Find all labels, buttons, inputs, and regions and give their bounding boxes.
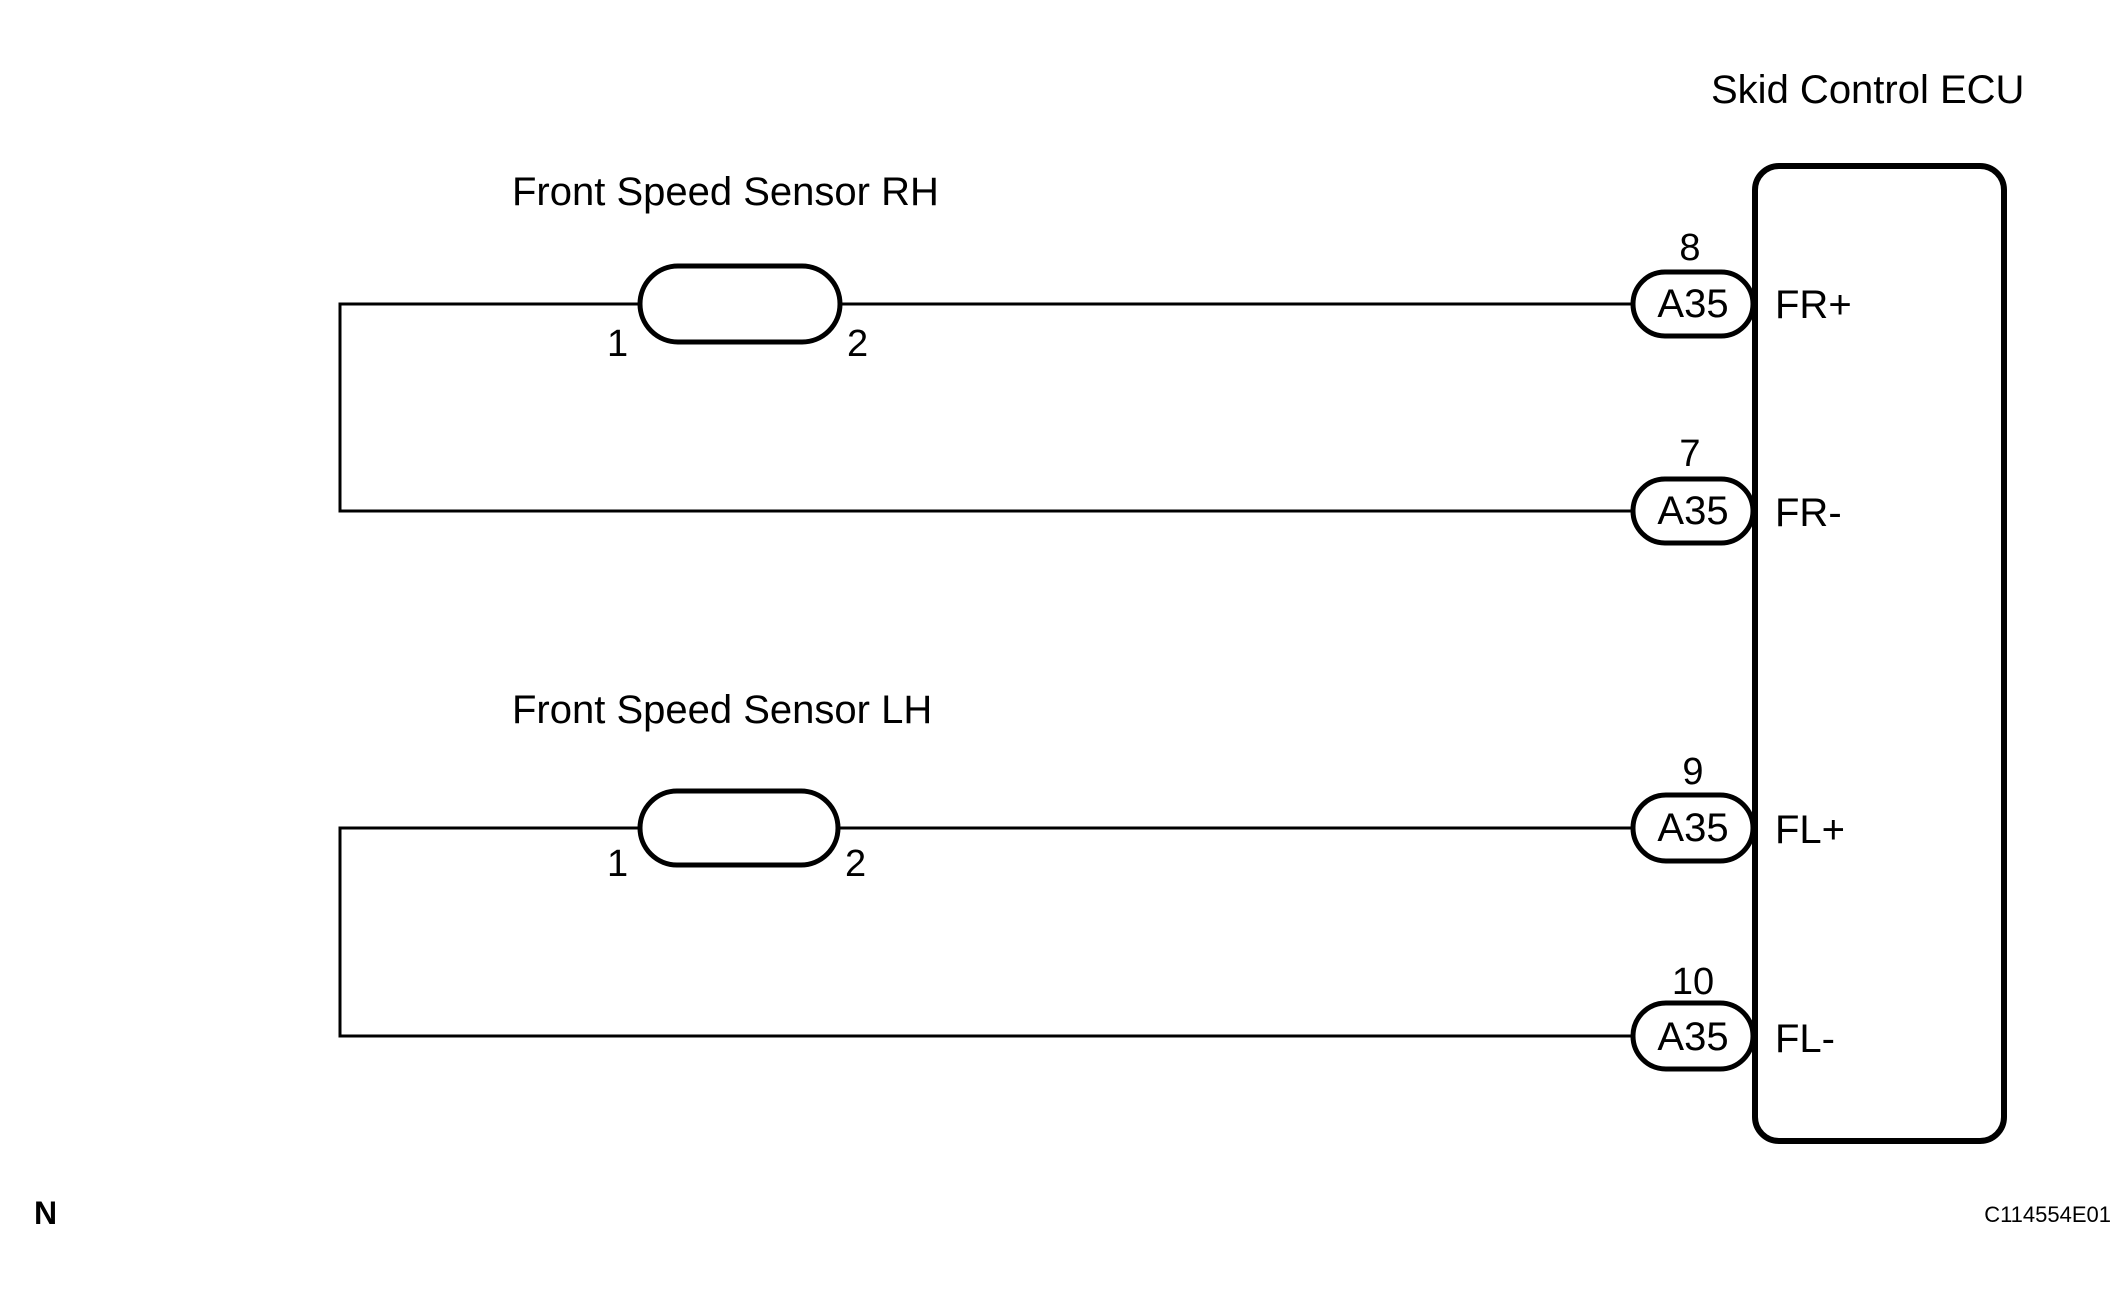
connector-id: A35 (1657, 282, 1728, 326)
skid-control-ecu-box (1752, 163, 2007, 1144)
rh-sensor-circuit: Front Speed Sensor RH 1 2 (338, 170, 1636, 513)
connector-id: A35 (1657, 806, 1728, 850)
corner-mark: N (34, 1195, 57, 1231)
signal-label: FR+ (1775, 283, 1852, 327)
rh-loop-wire (338, 302, 1636, 513)
terminal-pin-number: 10 (1672, 961, 1714, 1003)
terminal-fr-plus: 8 A35 FR+ (1630, 227, 1852, 339)
rh-sensor-pin1: 1 (607, 323, 628, 365)
rh-sensor-body (637, 263, 843, 345)
figure-code: C114554E01 (1984, 1202, 2111, 1227)
lh-sensor-pin1: 1 (607, 843, 628, 885)
terminal-fl-plus: 9 A35 FL+ (1630, 751, 1845, 864)
connector-badge (1630, 1000, 1756, 1072)
signal-label: FL+ (1775, 808, 1845, 852)
signal-label: FL- (1775, 1017, 1835, 1061)
terminal-pin-number: 9 (1682, 751, 1703, 793)
connector-id: A35 (1657, 489, 1728, 533)
lh-loop-wire (338, 826, 1636, 1038)
signal-label: FR- (1775, 491, 1842, 535)
lh-sensor-circuit: Front Speed Sensor LH 1 2 (338, 688, 1636, 1038)
terminal-fr-minus: 7 A35 FR- (1630, 433, 1842, 546)
connector-badge (1630, 269, 1756, 339)
lh-sensor-body (637, 788, 841, 868)
terminal-fl-minus: 10 A35 FL- (1630, 961, 1835, 1072)
lh-sensor-pin2: 2 (845, 843, 866, 885)
connector-badge (1630, 476, 1756, 546)
lh-sensor-title: Front Speed Sensor LH (512, 688, 932, 732)
rh-sensor-title: Front Speed Sensor RH (512, 170, 939, 214)
connector-badge (1630, 792, 1756, 864)
connector-id: A35 (1657, 1015, 1728, 1059)
terminal-pin-number: 8 (1679, 227, 1700, 269)
rh-sensor-pin2: 2 (847, 323, 868, 365)
terminal-pin-number: 7 (1679, 433, 1700, 475)
ecu-title: Skid Control ECU (1711, 68, 2024, 112)
